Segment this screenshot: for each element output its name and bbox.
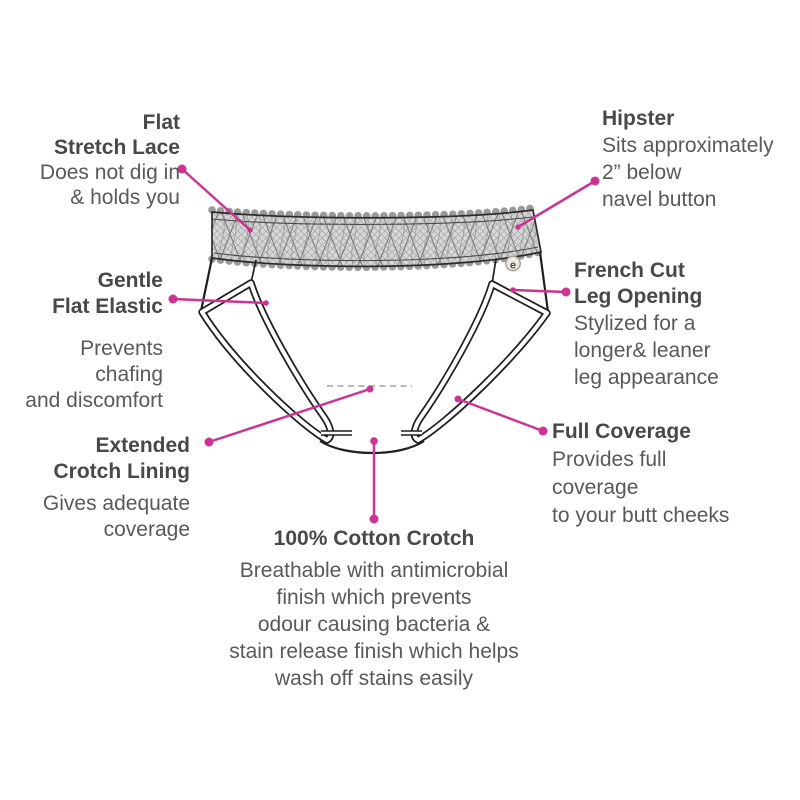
right-inner-seam bbox=[491, 258, 497, 285]
callout-title: Flat Elastic bbox=[52, 295, 163, 318]
callout-line: & holds you bbox=[70, 186, 180, 209]
callout-title: Crotch Lining bbox=[53, 460, 190, 483]
callout-line: navel button bbox=[602, 188, 717, 211]
right-leg-binding bbox=[410, 280, 551, 444]
callout-line: finish which prevents bbox=[276, 586, 472, 609]
callout-line: longer& leaner bbox=[574, 339, 711, 362]
right-side-seam bbox=[538, 251, 550, 313]
leader-extended-crotch-lining bbox=[204, 385, 374, 447]
callout-line: stain release finish which helps bbox=[229, 640, 519, 663]
callout-line: Provides full bbox=[552, 448, 667, 471]
left-side-seam bbox=[199, 257, 214, 312]
garment-outline bbox=[199, 251, 550, 455]
callout-french-cut: French Cut Leg Opening Stylized for a lo… bbox=[574, 258, 719, 391]
callout-hipster: Hipster Sits approximately 2” below nave… bbox=[602, 105, 774, 213]
callout-cotton-crotch: 100% Cotton Crotch Breathable with antim… bbox=[184, 525, 564, 692]
callout-line: coverage bbox=[103, 518, 190, 541]
callout-flat-stretch-lace: Flat Stretch Lace Does not dig in & hold… bbox=[40, 110, 180, 210]
leader-gentle-flat-elastic bbox=[168, 294, 269, 306]
left-inner-seam bbox=[250, 259, 257, 284]
callout-line: chafing bbox=[95, 363, 163, 386]
callout-line: odour causing bacteria & bbox=[257, 613, 491, 636]
callout-title: Full Coverage bbox=[552, 420, 691, 443]
callout-line: wash off stains easily bbox=[274, 667, 474, 690]
callout-gentle-flat-elastic: Gentle Flat Elastic Prevents chafing and… bbox=[25, 268, 163, 414]
callout-line: leg appearance bbox=[574, 366, 719, 389]
callout-line: Does not dig in bbox=[39, 161, 180, 184]
callout-title: Flat bbox=[142, 111, 180, 134]
leader-full-coverage bbox=[454, 395, 548, 436]
lace-top-scallops bbox=[208, 204, 537, 220]
callout-line: Gives adequate bbox=[42, 492, 190, 515]
brand-e-icon: e bbox=[505, 255, 521, 272]
callout-title: Gentle bbox=[97, 269, 163, 292]
callout-title: Hipster bbox=[602, 107, 675, 130]
callout-line: Stylized for a bbox=[574, 312, 696, 335]
brand-letter: e bbox=[510, 260, 516, 272]
callout-line: Prevents bbox=[80, 337, 163, 360]
callout-title: Leg Opening bbox=[574, 285, 703, 308]
callout-full-coverage: Full Coverage Provides full coverage to … bbox=[552, 418, 729, 530]
callout-line: 2” below bbox=[602, 161, 682, 184]
callout-title: Extended bbox=[95, 434, 190, 457]
callout-line: Sits approximately bbox=[602, 134, 774, 157]
callout-line: to your butt cheeks bbox=[552, 504, 730, 527]
callout-title: French Cut bbox=[574, 259, 685, 282]
leader-cotton-crotch bbox=[369, 437, 379, 524]
waistband-lace bbox=[208, 204, 544, 272]
callout-line: and discomfort bbox=[25, 389, 163, 412]
leader-french-cut bbox=[510, 287, 571, 297]
callout-extended-crotch-lining: Extended Crotch Lining Gives adequate co… bbox=[43, 433, 190, 543]
callout-line: Breathable with antimicrobial bbox=[239, 559, 509, 582]
leader-hipster bbox=[515, 176, 600, 230]
callout-title: 100% Cotton Crotch bbox=[273, 527, 475, 550]
leader-lines bbox=[168, 164, 600, 524]
callout-title: Stretch Lace bbox=[53, 136, 180, 159]
leader-flat-stretch-lace bbox=[177, 164, 253, 233]
left-leg-binding bbox=[198, 279, 335, 444]
crotch-hem bbox=[319, 440, 425, 455]
callout-line: coverage bbox=[552, 476, 639, 499]
